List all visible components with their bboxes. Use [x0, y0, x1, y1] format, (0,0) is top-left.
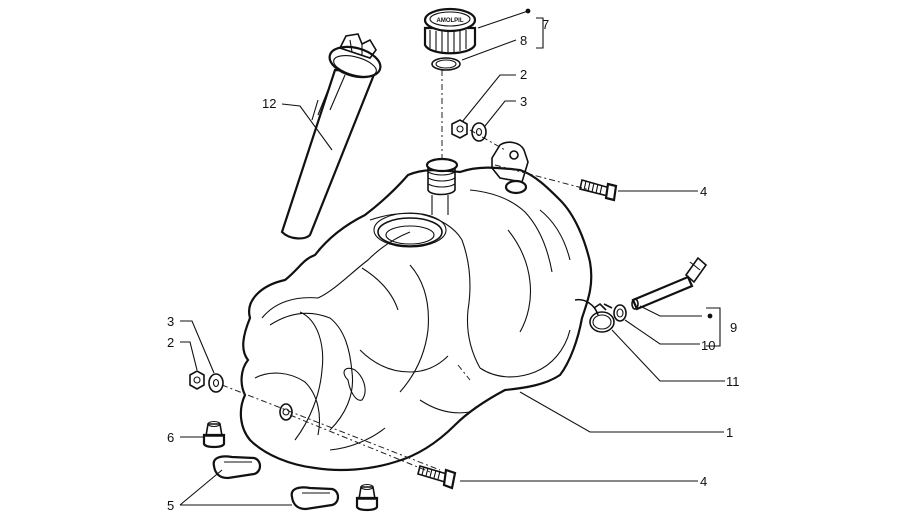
nut-upper — [451, 119, 468, 139]
cap-seal-ring — [431, 57, 461, 71]
bolt-lower — [417, 464, 457, 490]
callout-12: 12 — [262, 96, 276, 111]
callout-3-upper: 3 — [520, 94, 527, 109]
rubber-mount-right — [355, 483, 379, 512]
bolt-upper — [579, 178, 618, 202]
fuel-cap: AMOLPIL — [423, 7, 477, 55]
nut-left — [189, 370, 205, 390]
callout-10: 10 — [701, 338, 715, 353]
rubber-pad-lower — [290, 486, 340, 511]
callout-1: 1 — [726, 425, 733, 440]
washer-upper — [471, 122, 487, 142]
callout-2-upper: 2 — [520, 67, 527, 82]
callout-5: 5 — [167, 498, 174, 513]
fuel-tank — [221, 70, 599, 473]
rubber-mount-left — [202, 420, 226, 449]
callout-4-lower: 4 — [700, 474, 707, 489]
callout-7: 7 — [542, 17, 549, 32]
leader-lines — [179, 10, 725, 506]
cap-logo-text: AMOLPIL — [437, 18, 464, 24]
hose-clip — [589, 302, 615, 333]
callout-labels: 12 7 8 2 3 4 9 10 11 1 4 3 2 6 5 — [167, 17, 740, 513]
callout-8: 8 — [520, 33, 527, 48]
callout-3-left: 3 — [167, 314, 174, 329]
callout-6: 6 — [167, 430, 174, 445]
callout-4-upper: 4 — [700, 184, 707, 199]
fuel-pipe — [631, 256, 708, 311]
callout-11: 11 — [726, 374, 740, 389]
callout-9: 9 — [730, 320, 737, 335]
rubber-pad-upper — [212, 455, 262, 480]
callout-2-left: 2 — [167, 335, 174, 350]
fuel-level-sender — [280, 33, 382, 240]
callout-dots — [525, 8, 713, 319]
pipe-gasket — [613, 304, 627, 322]
washer-left — [208, 373, 224, 393]
